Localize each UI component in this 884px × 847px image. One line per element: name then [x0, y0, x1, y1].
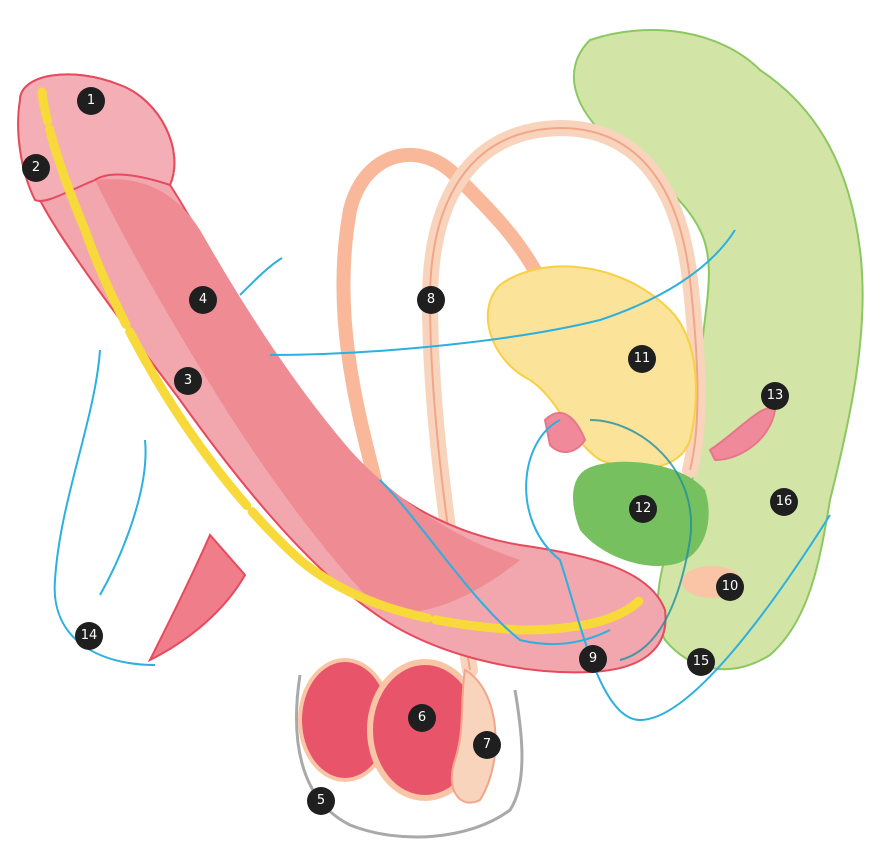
label-marker-3: 3 — [174, 367, 202, 395]
ureter-right — [708, 407, 777, 462]
label-marker-6: 6 — [408, 704, 436, 732]
label-marker-7: 7 — [473, 731, 501, 759]
label-marker-2: 2 — [22, 154, 50, 182]
label-marker-12: 12 — [629, 495, 657, 523]
label-marker-13: 13 — [761, 382, 789, 410]
label-marker-1: 1 — [77, 87, 105, 115]
nerve-4 — [99, 439, 147, 596]
nerve-1 — [269, 229, 736, 356]
seminal-vesicle — [486, 265, 697, 470]
label-marker-15: 15 — [687, 648, 715, 676]
label-marker-14: 14 — [75, 622, 103, 650]
label-marker-8: 8 — [417, 286, 445, 314]
vas-deferens-outer — [336, 147, 547, 507]
urethra — [37, 87, 645, 635]
scrotum-outline — [295, 674, 524, 839]
label-marker-9: 9 — [579, 645, 607, 673]
nerve-7 — [589, 419, 693, 661]
label-marker-4: 4 — [189, 286, 217, 314]
label-marker-5: 5 — [307, 787, 335, 815]
label-marker-16: 16 — [770, 488, 798, 516]
epididymis — [450, 668, 497, 804]
label-marker-10: 10 — [716, 573, 744, 601]
vas-deferens-inner-line — [428, 126, 699, 671]
nerve-3 — [53, 349, 156, 666]
nerve-5 — [525, 419, 831, 722]
label-marker-11: 11 — [628, 345, 656, 373]
nerve-2 — [239, 257, 283, 296]
penile-root — [147, 533, 247, 663]
nerve-6 — [379, 479, 611, 646]
